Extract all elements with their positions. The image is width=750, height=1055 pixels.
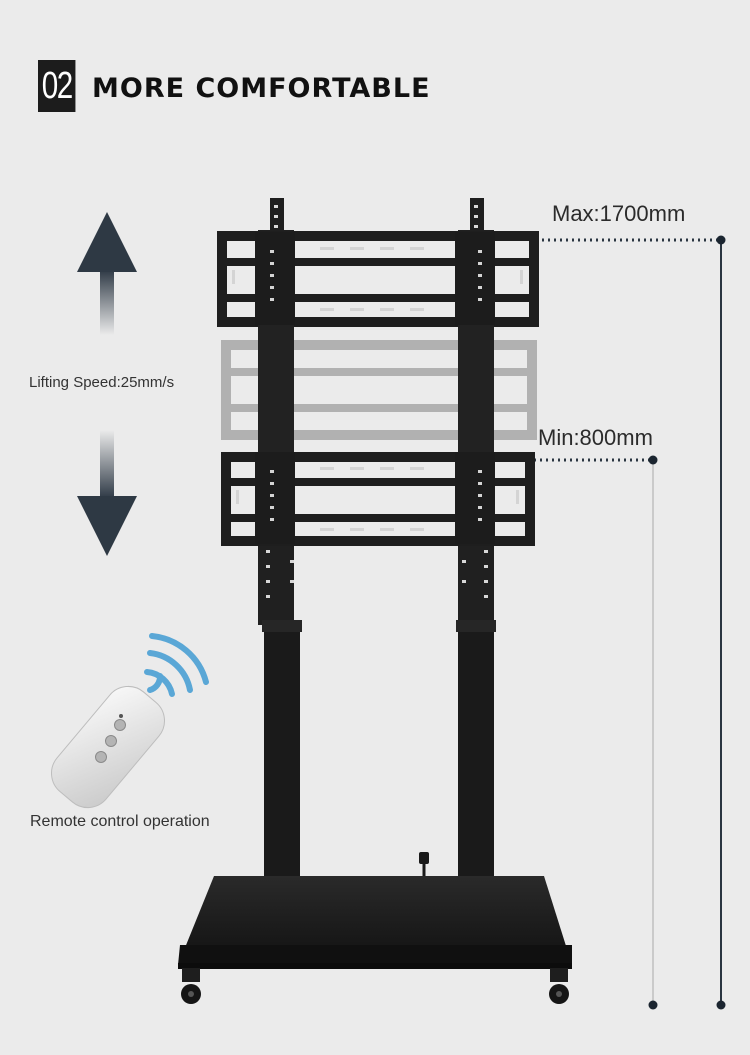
max-height-dimension-line (530, 235, 726, 1010)
stand-base (178, 876, 572, 969)
min-height-label: Min:800mm (538, 425, 653, 450)
tv-bracket-bottom (221, 452, 535, 546)
lifting-speed-label: Lifting Speed:25mm/s (29, 374, 175, 391)
remote-control-label: Remote control operation (30, 813, 210, 830)
arrow-down-icon (77, 430, 137, 556)
column-mid (258, 325, 494, 455)
max-height-label: Max:1700mm (552, 201, 686, 226)
section-title: MORE COMFORTABLE (92, 73, 431, 104)
caster-wheel-left (181, 968, 201, 1004)
remote-control-icon (51, 685, 165, 809)
arrow-up-icon (77, 212, 137, 335)
wireless-signal-icon (144, 633, 209, 697)
caster-wheel-right (549, 968, 569, 1004)
tv-bracket-top (217, 231, 539, 327)
section-number: 02 (38, 60, 76, 112)
min-height-dimension-line (510, 455, 658, 1010)
power-cable (419, 852, 429, 880)
